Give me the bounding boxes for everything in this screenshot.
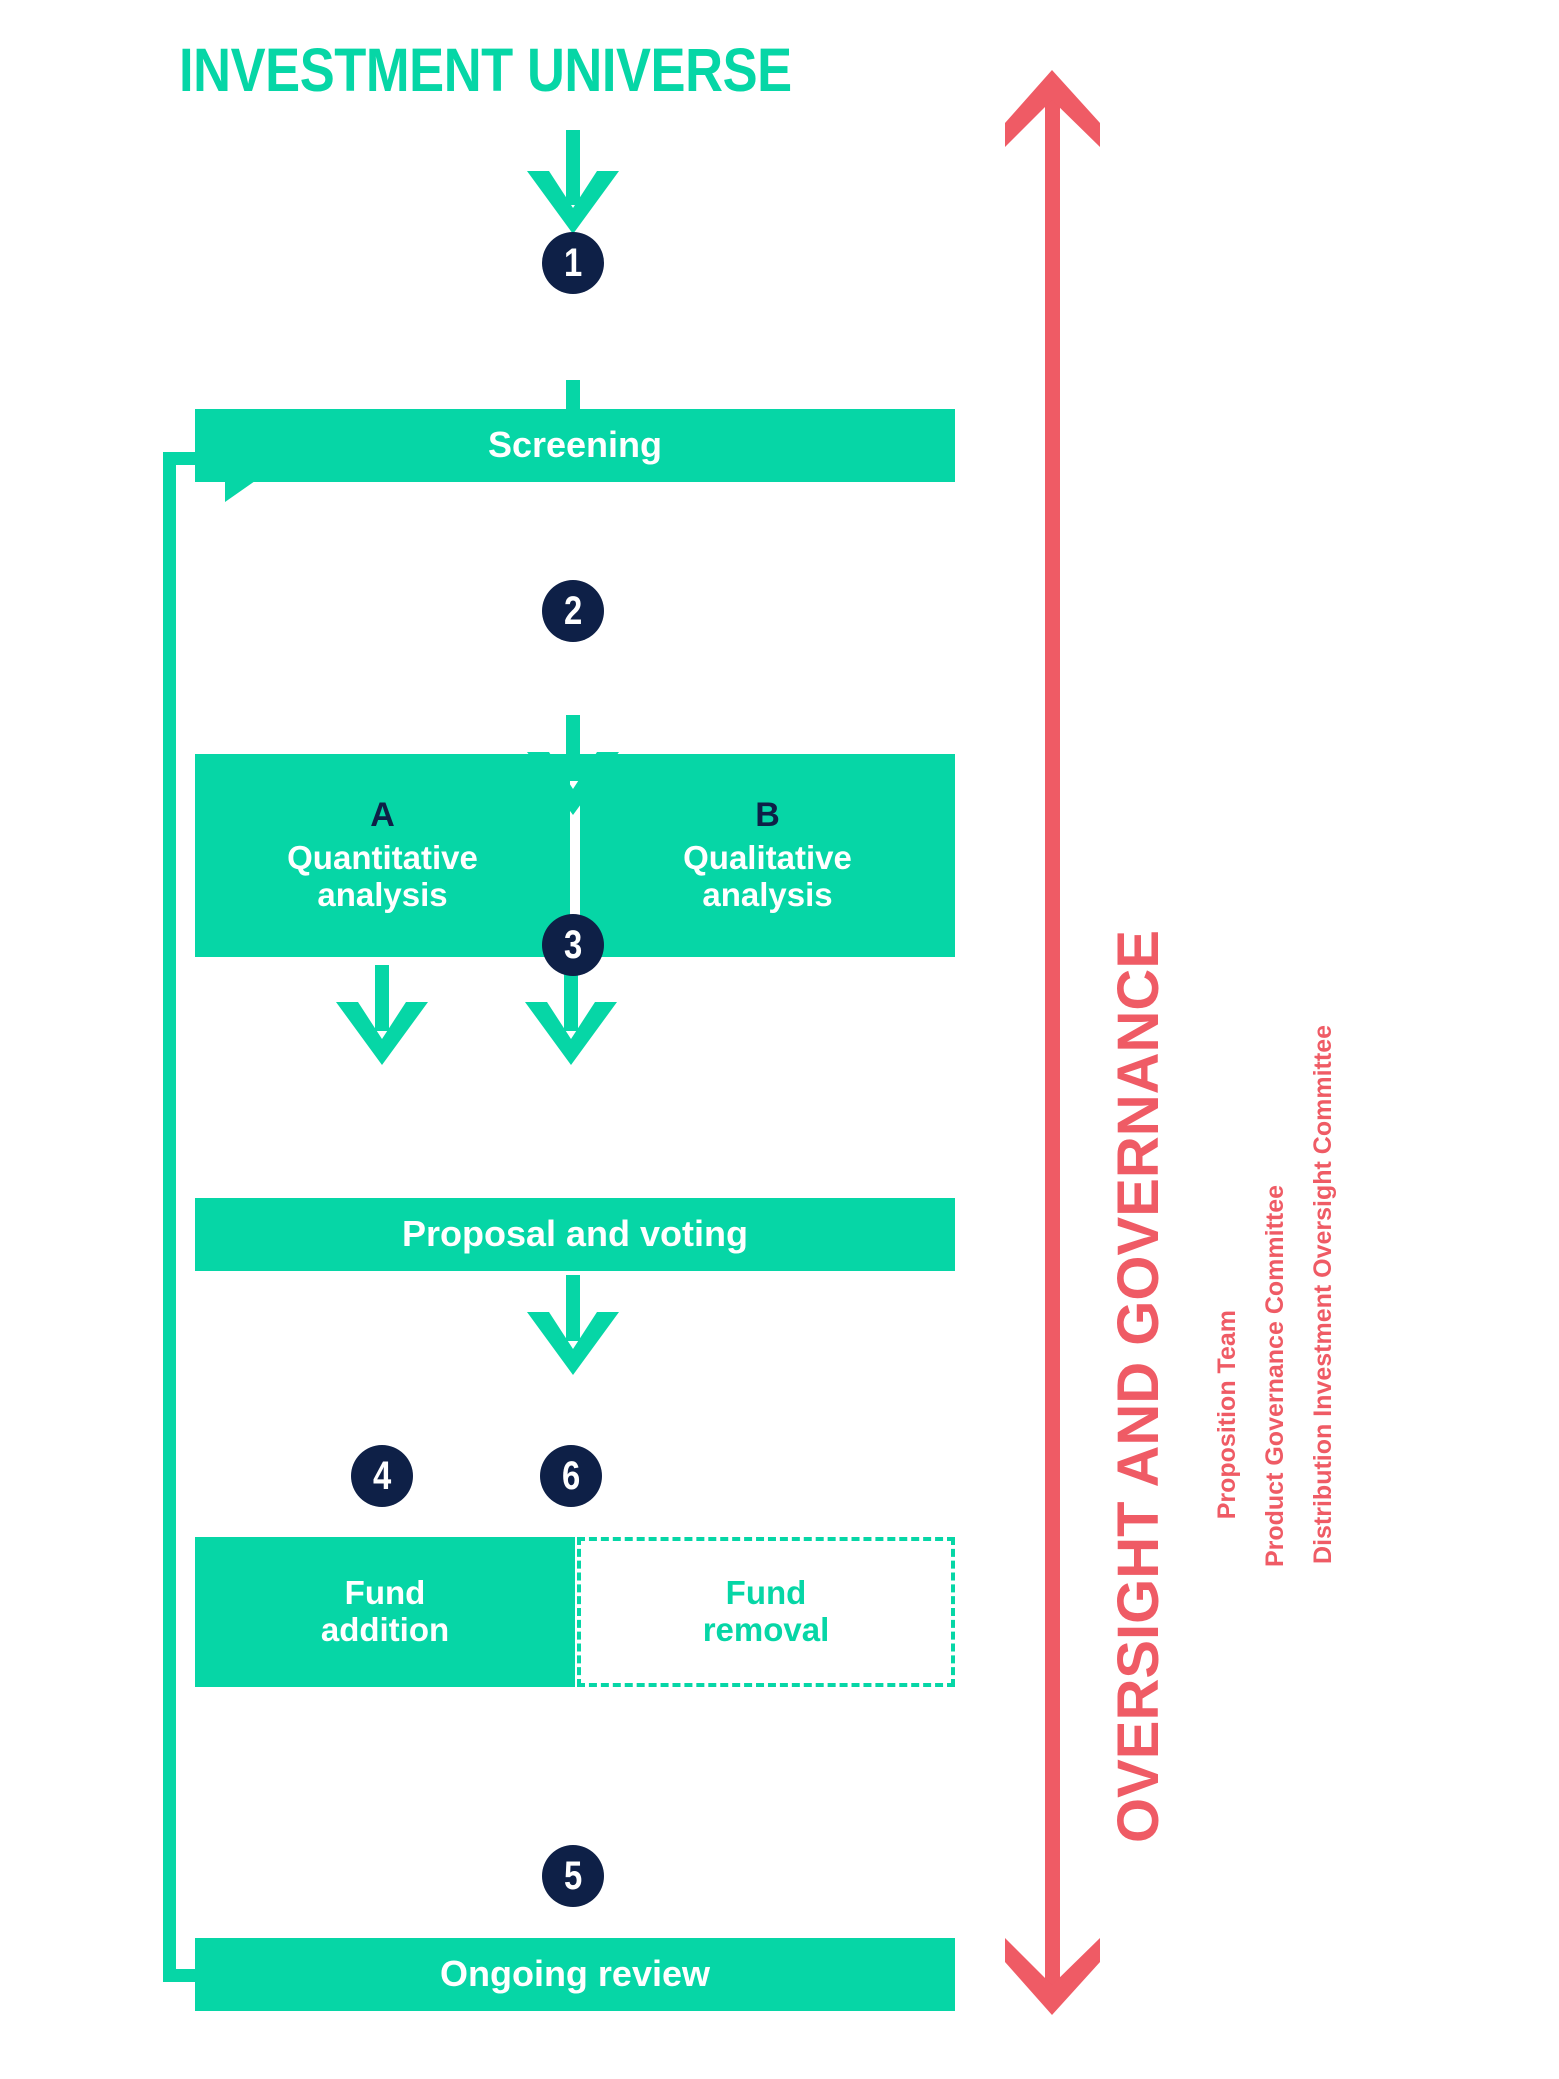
box-screening[interactable]: Screening [195, 409, 955, 482]
arrow-fund-addition-to-ongoing-review [527, 1275, 619, 1375]
box-proposal-and-voting[interactable]: Proposal and voting [195, 1198, 955, 1271]
step-number-5: 5 [563, 1854, 583, 1898]
arrow-proposal-to-fund-addition [336, 965, 428, 1065]
box-proposal-label: Proposal and voting [401, 1213, 749, 1255]
governance-item-product-governance-committee: Product Governance Committee [1261, 1185, 1289, 1568]
governance-item-distribution-investment-oversight-committee: Distribution Investment Oversight Commit… [1309, 1025, 1337, 1564]
box-qualitative-line1: Qualitative [683, 838, 852, 876]
box-fund-addition-line2: addition [320, 1611, 450, 1648]
page-title: INVESTMENT UNIVERSE [179, 36, 792, 104]
governance-item-proposition-team: Proposition Team [1213, 1310, 1241, 1520]
box-fund-addition[interactable]: Fund addition [195, 1537, 575, 1687]
step-circle-1: 1 [542, 232, 604, 294]
arrow-universe-to-screening [527, 130, 619, 234]
governance-title: OVERSIGHT AND GOVERNANCE [1106, 930, 1171, 1844]
box-qualitative-letter: B [755, 795, 780, 834]
step-circle-3: 3 [542, 914, 604, 976]
box-qualitative-analysis[interactable]: B Qualitative analysis [580, 754, 955, 957]
box-quantitative-line1: Quantitative [287, 838, 478, 876]
box-quantitative-analysis[interactable]: A Quantitative analysis [195, 754, 570, 957]
box-quantitative-line2: analysis [317, 875, 448, 913]
box-ongoing-review-label: Ongoing review [439, 1953, 711, 1995]
step-circle-4: 4 [351, 1445, 413, 1507]
box-fund-removal-line1: Fund [725, 1574, 807, 1612]
step-circle-5: 5 [542, 1845, 604, 1907]
governance-double-arrow [1005, 70, 1100, 2015]
step-number-1: 1 [563, 241, 583, 285]
box-fund-addition-line1: Fund [344, 1574, 426, 1612]
box-quantitative-letter: A [370, 795, 395, 834]
step-number-4: 4 [372, 1454, 392, 1498]
step-number-6: 6 [561, 1454, 581, 1498]
box-fund-removal-line2: removal [702, 1611, 830, 1648]
box-ongoing-review[interactable]: Ongoing review [195, 1938, 955, 2011]
step-number-3: 3 [563, 923, 583, 967]
step-circle-2: 2 [542, 580, 604, 642]
step-number-2: 2 [563, 589, 583, 633]
step-circle-6: 6 [540, 1445, 602, 1507]
arrow-proposal-to-fund-removal [525, 965, 617, 1065]
box-qualitative-line2: analysis [702, 875, 833, 913]
box-fund-removal[interactable]: Fund removal [577, 1537, 955, 1687]
box-screening-label: Screening [487, 424, 663, 466]
